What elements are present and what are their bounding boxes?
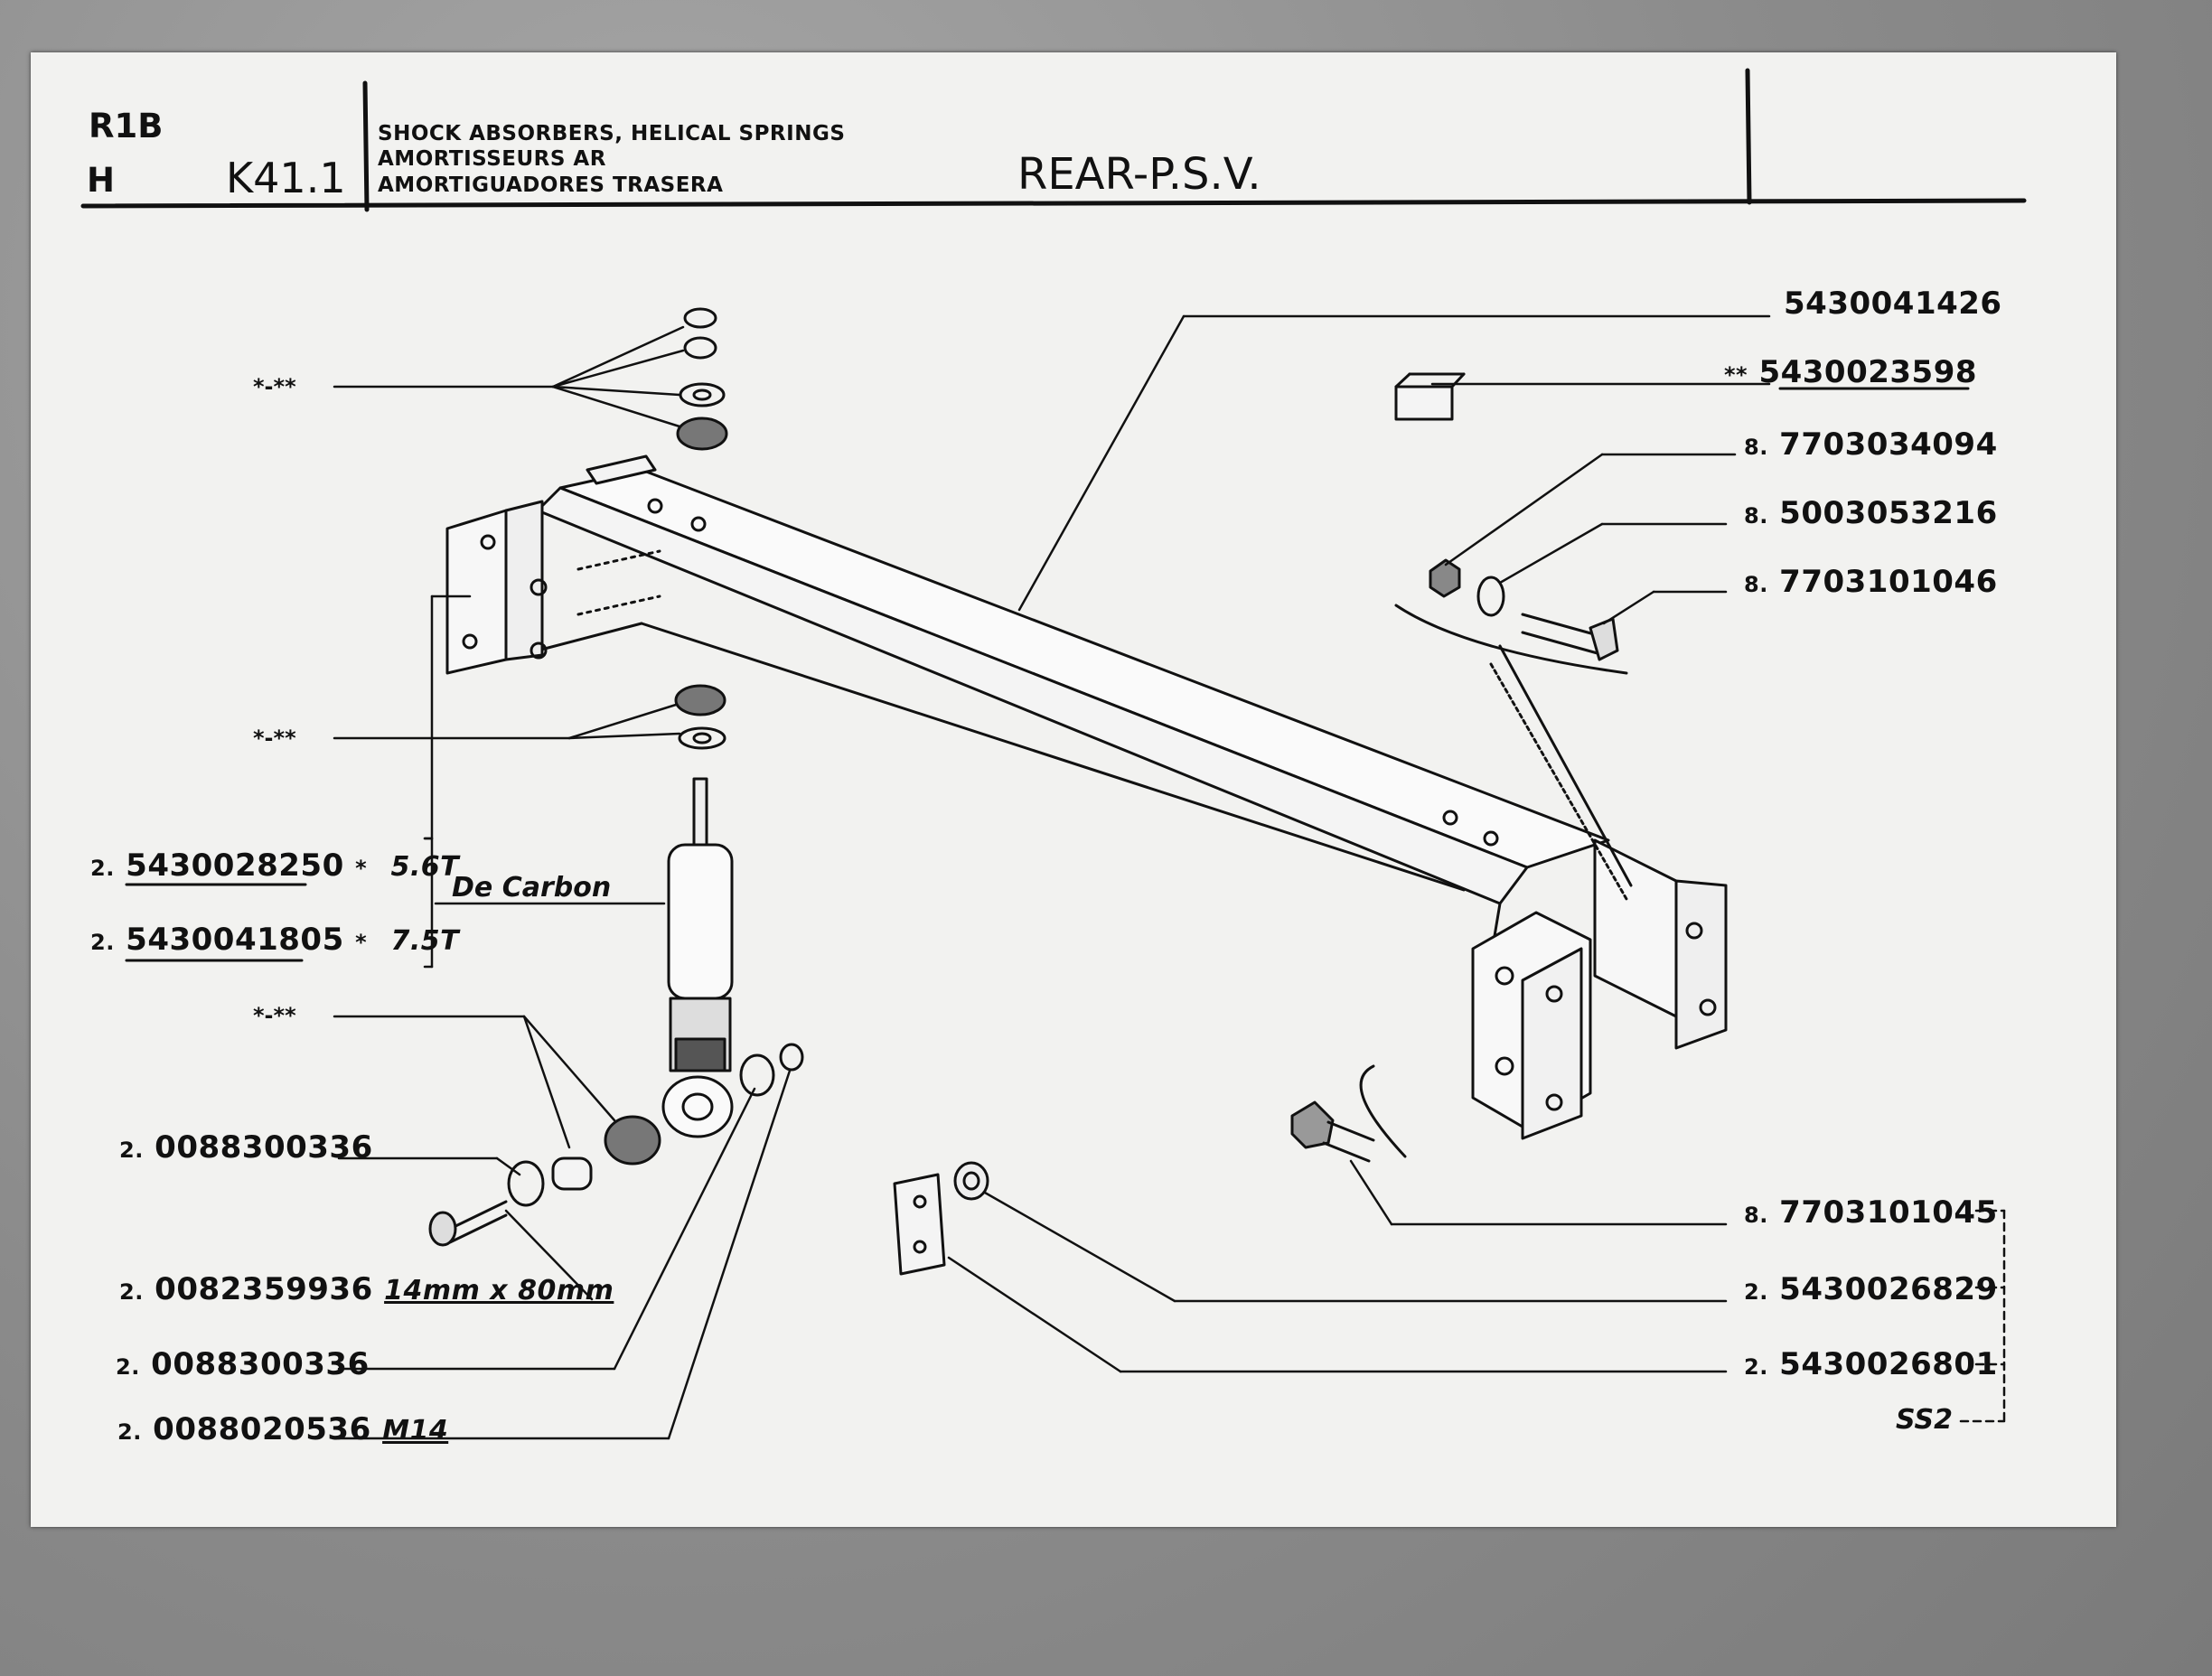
header-rule bbox=[80, 198, 2027, 209]
part-5430023598: ** 5430023598 bbox=[1724, 354, 1978, 390]
variant-code: H bbox=[87, 161, 115, 200]
part-7703034094: 8. 7703034094 bbox=[1744, 426, 1998, 463]
part-5003053216: 8. 5003053216 bbox=[1744, 495, 1998, 531]
shock-5430041805: 2. 5430041805 * 7.5T bbox=[90, 922, 460, 958]
marker-bushing: *-** bbox=[253, 1003, 296, 1028]
upper-bushing-stack bbox=[676, 307, 728, 451]
model-code: R1B bbox=[89, 107, 164, 145]
header-divider-left bbox=[362, 80, 370, 212]
part-0088300336-b: 2. 0088300336 bbox=[116, 1346, 370, 1382]
part-5430041426: 5430041426 bbox=[1784, 286, 2002, 322]
title-es: AMORTIGUADORES TRASERA bbox=[378, 173, 724, 197]
lower-bushing-stack bbox=[674, 684, 726, 750]
header-divider-right bbox=[1745, 68, 1752, 205]
shock-5430028250: 2. 5430028250 * 5.6T bbox=[90, 847, 460, 884]
brand-label: De Carbon bbox=[452, 872, 612, 904]
title-en: SHOCK ABSORBERS, HELICAL SPRINGS bbox=[378, 122, 846, 145]
page-code: K41.1 bbox=[226, 154, 346, 202]
marker-lower: *-** bbox=[253, 726, 296, 751]
part-0082359936: 2. 0082359936 14mm x 80mm bbox=[119, 1271, 614, 1307]
part-7703101045: 8. 7703101045 bbox=[1744, 1194, 1998, 1231]
part-0088020536: 2. 0088020536 M14 bbox=[117, 1411, 449, 1447]
parts-sheet bbox=[31, 52, 2116, 1527]
shock-absorber bbox=[428, 777, 804, 1247]
part-0088300336-a: 2. 0088300336 bbox=[119, 1129, 373, 1166]
title-fr: AMORTISSEURS AR bbox=[378, 147, 606, 171]
section-title: REAR-P.S.V. bbox=[1017, 149, 1261, 200]
part-5430026829: 2. 5430026829 bbox=[1744, 1271, 1998, 1307]
crossmember-beam bbox=[445, 454, 1728, 1140]
set-code: SS2 bbox=[1896, 1404, 1954, 1436]
part-5430026801: 2. 5430026801 bbox=[1744, 1346, 1998, 1382]
part-7703101046: 8. 7703101046 bbox=[1744, 564, 1998, 600]
marker-upper: *-** bbox=[253, 374, 296, 399]
leader-lines bbox=[333, 314, 2006, 1440]
